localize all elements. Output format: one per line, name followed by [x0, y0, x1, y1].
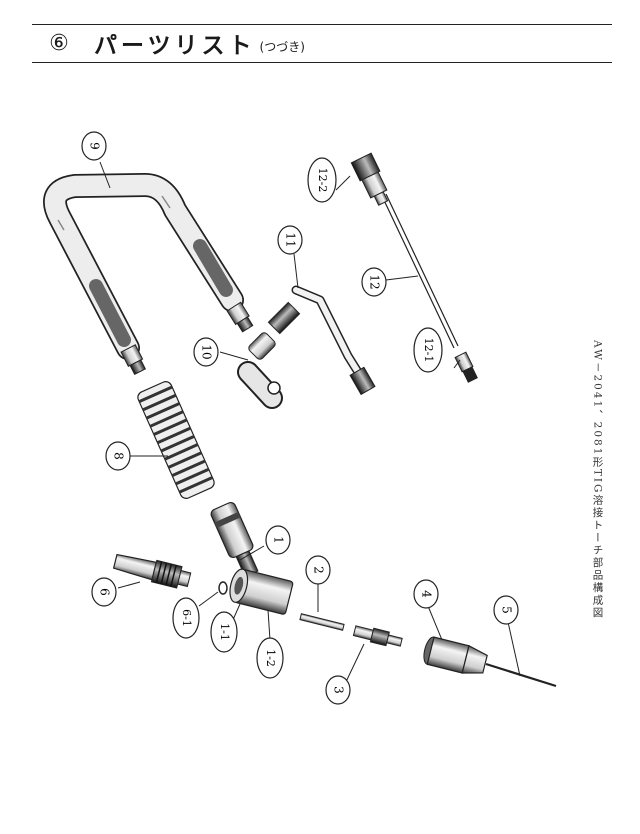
torch-cable-loop: [43, 173, 244, 360]
section-header: ⑥ パーツリスト (つづき): [32, 26, 612, 60]
callout-1-label: 1: [272, 536, 286, 544]
callout-6-label: 6: [98, 588, 112, 596]
callout-6-1: 6-1: [172, 597, 200, 639]
header-bottom-rule: [32, 62, 612, 63]
callout-8-label: 8: [112, 452, 126, 460]
part-callouts: 9 12-2 11 12 10 12-1 8 1: [81, 131, 519, 705]
cable-end-fitting-right: [226, 301, 254, 333]
section-number: ⑥: [49, 30, 69, 56]
connector-part-12-2: [350, 152, 389, 206]
callout-12-1-label: 12-1: [422, 338, 435, 363]
oring-part-6-1: [218, 581, 228, 595]
callout-5: 5: [493, 595, 519, 625]
callout-1-1: 1-1: [210, 611, 238, 653]
callout-1-2: 1-2: [256, 637, 284, 679]
callout-2: 2: [305, 555, 331, 585]
cable-end-fitting-left: [120, 344, 147, 375]
collet-part-2: [299, 613, 345, 631]
gas-hose-part-11: [291, 285, 376, 396]
figure-caption-box: AW－2041、2081形TIG溶接トーチ部品構成図: [588, 340, 608, 690]
tungsten-electrode-part-5: [485, 662, 557, 688]
callout-5-label: 5: [500, 606, 514, 614]
callout-1: 1: [265, 525, 291, 555]
section-title: パーツリスト: [94, 33, 256, 59]
nozzle-part-4: [423, 636, 488, 674]
callout-6: 6: [91, 577, 117, 607]
callout-11: 11: [277, 225, 303, 255]
back-cap-part-6: [112, 553, 192, 589]
adapter-part-10: [237, 301, 301, 409]
control-cable-part-12: [350, 152, 478, 383]
figure-caption: AW－2041、2081形TIG溶接トーチ部品構成図: [591, 340, 604, 620]
callout-3-label: 3: [332, 686, 346, 694]
callout-12-1: 12-1: [413, 327, 443, 373]
callout-12-2: 12-2: [307, 157, 337, 203]
callout-1-2-label: 1-2: [264, 649, 277, 667]
callout-10: 10: [193, 337, 219, 367]
plug-part-12-1: [454, 351, 478, 383]
callout-12: 12: [361, 267, 387, 297]
callout-8: 8: [105, 441, 131, 471]
collet-body-part-3: [352, 625, 403, 647]
callout-6-1-label: 6-1: [180, 609, 193, 627]
torch-exploded-diagram: 9 12-2 11 12 10 12-1 8 1: [43, 131, 557, 705]
torch-handle: [210, 501, 259, 578]
bellows-cover-part-8: [137, 381, 215, 499]
torch-body-part-1: [229, 568, 294, 615]
callout-9-label: 9: [88, 142, 102, 150]
section-title-suffix: (つづき): [259, 39, 305, 54]
callout-12-label: 12: [368, 274, 382, 289]
callout-11-label: 11: [284, 232, 298, 247]
callout-9: 9: [81, 131, 107, 161]
callout-12-2-label: 12-2: [316, 168, 329, 193]
callout-4-label: 4: [420, 590, 434, 598]
callout-10-label: 10: [200, 344, 214, 359]
header-top-rule: [32, 24, 612, 25]
callout-1-1-label: 1-1: [218, 623, 231, 641]
callout-4: 4: [413, 579, 439, 609]
callout-3: 3: [325, 675, 351, 705]
callout-2-label: 2: [312, 566, 326, 574]
